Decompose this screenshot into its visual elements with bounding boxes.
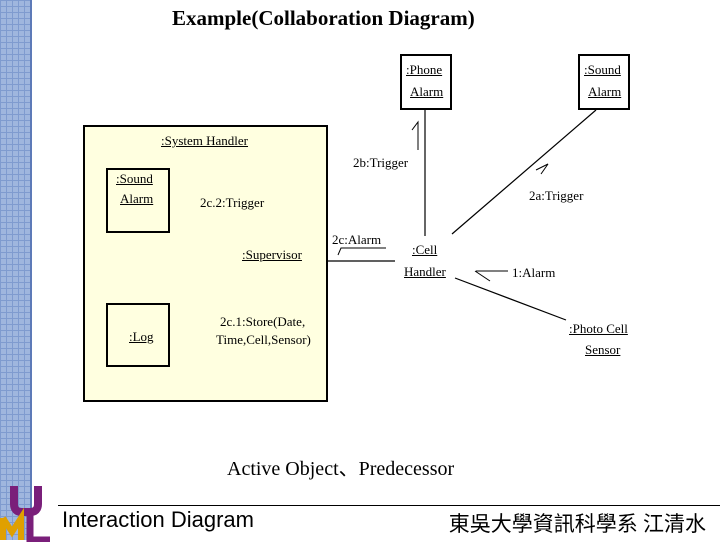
supervisor-label: :Supervisor (242, 247, 302, 262)
photo-cell-line1: :Photo Cell (569, 321, 628, 336)
phone-alarm-line2: Alarm (410, 84, 444, 99)
object-sound-alarm-inner: :Sound Alarm (106, 168, 170, 233)
object-system-handler: :System Handler (83, 125, 328, 402)
phone-alarm-line1: :Phone (406, 62, 443, 77)
message-2a: 2a:Trigger (529, 188, 584, 203)
sound-alarm-top-line2: Alarm (588, 84, 622, 99)
footer-left-title: Interaction Diagram (62, 507, 254, 532)
arrow-2c (337, 247, 386, 256)
message-2c2: 2c.2:Trigger (200, 195, 265, 210)
message-2c1-line2: Time,Cell,Sensor) (216, 332, 311, 347)
log-label: :Log (129, 329, 154, 344)
arrow-1 (474, 270, 491, 282)
object-sound-alarm-top: :Sound Alarm (578, 54, 630, 110)
sound-alarm-top-line1: :Sound (584, 62, 621, 77)
system-handler-label: :System Handler (161, 133, 249, 148)
link-cell-photo (454, 277, 567, 321)
caption: Active Object、Predecessor (227, 458, 455, 480)
arrow-2b (411, 120, 419, 150)
object-log: :Log (106, 303, 170, 367)
arrow-2a (535, 163, 549, 175)
sound-alarm-inner-line2: Alarm (120, 191, 154, 206)
left-strip-edge (30, 0, 32, 540)
photo-cell-line2: Sensor (585, 342, 621, 357)
link-sound-cell (451, 109, 597, 235)
message-2c: 2c:Alarm (332, 232, 382, 247)
message-1: 1:Alarm (512, 265, 556, 280)
message-2c1-line1: 2c.1:Store(Date, (220, 314, 306, 329)
footer-right-credit: 東吳大學資訊科學系 江清水 (448, 512, 706, 536)
left-decorative-strip (0, 0, 30, 540)
object-phone-alarm: :Phone Alarm (400, 54, 452, 110)
sound-alarm-inner-line1: :Sound (116, 171, 153, 186)
message-2b: 2b:Trigger (353, 155, 409, 170)
page-title: Example(Collaboration Diagram) (172, 6, 475, 30)
cell-handler-line2: Handler (404, 264, 446, 279)
cell-handler-line1: :Cell (412, 242, 438, 257)
footer-divider (58, 505, 720, 506)
